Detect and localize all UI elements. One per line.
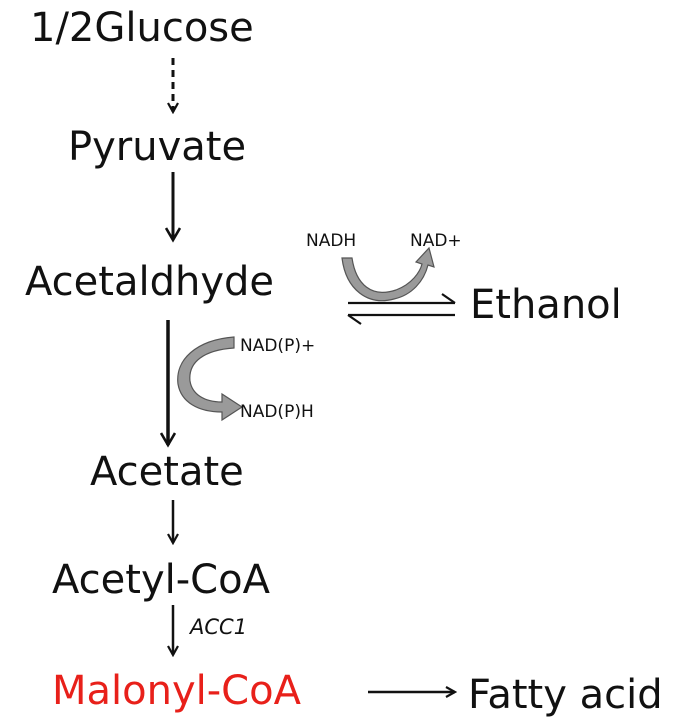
node-malonyl-coa: Malonyl-CoA (52, 668, 301, 714)
node-acetate: Acetate (90, 449, 244, 495)
cofactor-nad-plus: NAD+ (410, 231, 462, 251)
node-fatty-acid: Fatty acid (468, 672, 663, 718)
cofactor-nadh: NADH (306, 231, 357, 251)
nadp-to-nadph-curved-arrow (177, 336, 244, 422)
node-acetaldhyde: Acetaldhyde (25, 259, 274, 305)
node-glucose: 1/2Glucose (30, 5, 254, 51)
reversible-arrow-acetaldhyde-ethanol (347, 293, 456, 325)
cofactor-nadph: NAD(P)H (240, 402, 314, 422)
node-pyruvate: Pyruvate (68, 124, 247, 170)
node-acetyl-coa: Acetyl-CoA (52, 557, 270, 603)
nadh-to-nad-curved-arrow (341, 246, 435, 302)
node-ethanol: Ethanol (470, 282, 622, 328)
enzyme-acc1: ACC1 (190, 615, 248, 639)
cofactor-nadp-plus: NAD(P)+ (240, 336, 316, 356)
